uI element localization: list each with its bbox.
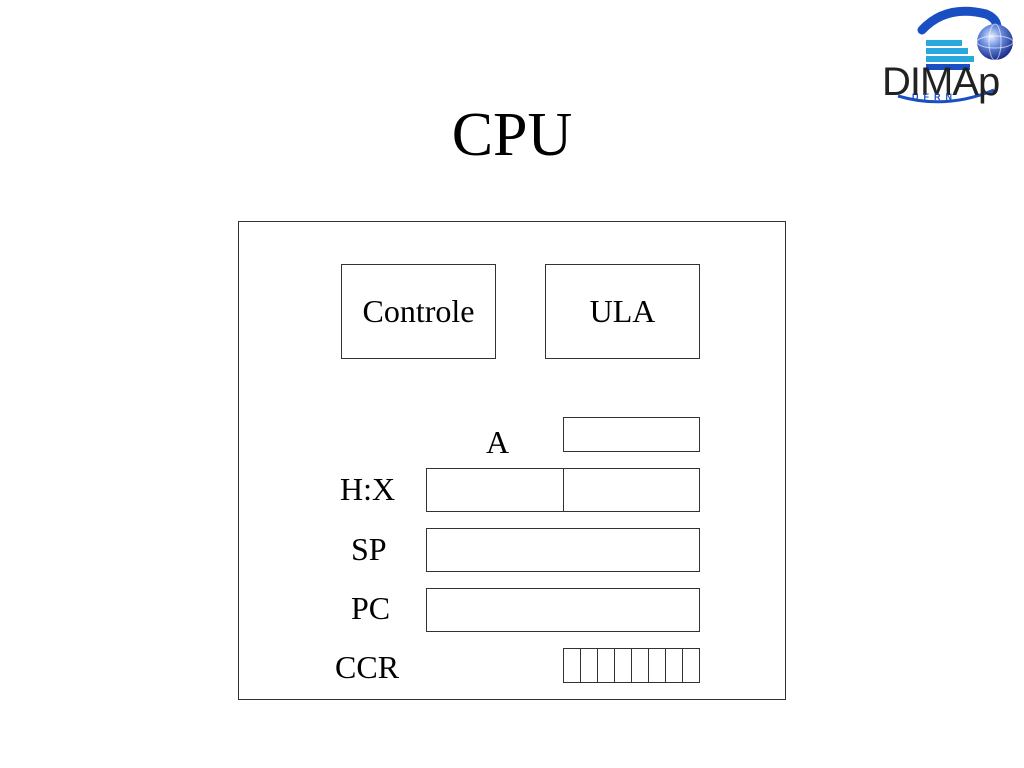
ccr-bit-cell [631, 649, 648, 682]
logo-wordmark-main: DIMA [882, 60, 979, 104]
ccr-bit-cell [614, 649, 631, 682]
control-unit: Controle [341, 264, 496, 359]
dimap-logo: DIMAp UFRN [876, 6, 1018, 114]
register-hx-label: H:X [340, 471, 396, 507]
alu-unit-label: ULA [589, 293, 656, 329]
globe-icon [897, 6, 1014, 104]
slide-title: CPU [451, 101, 573, 169]
ccr-bit-cell [580, 649, 597, 682]
register-pc [426, 588, 700, 632]
register-pc-label: PC [351, 590, 391, 626]
logo-wordmark-end: p [978, 60, 1000, 104]
register-sp [426, 528, 700, 572]
alu-unit: ULA [545, 264, 700, 359]
ccr-bit-cell [564, 649, 580, 682]
ccr-bit-cell [682, 649, 699, 682]
register-h [426, 468, 564, 512]
register-a [563, 417, 700, 452]
register-sp-label: SP [351, 531, 387, 567]
register-x [563, 468, 700, 512]
ccr-bit-cell [665, 649, 682, 682]
register-ccr [563, 648, 700, 683]
logo-subtitle: UFRN [912, 92, 957, 102]
logo-wordmark: DIMAp [882, 60, 1000, 104]
ccr-bit-cell [597, 649, 614, 682]
register-a-label: A [486, 424, 510, 460]
register-ccr-label: CCR [335, 649, 400, 685]
ccr-bit-cell [648, 649, 665, 682]
control-unit-label: Controle [362, 293, 475, 329]
